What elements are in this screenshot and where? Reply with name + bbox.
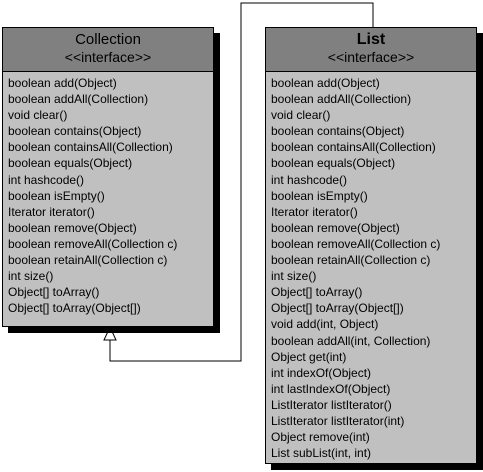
list-operation: int hashcode() [271, 172, 348, 187]
collection-operation: boolean addAll(Collection) [8, 92, 149, 107]
collection-operation: boolean remove(Object) [8, 220, 137, 235]
list-header: List <<interface>> [266, 28, 476, 72]
collection-operation: Object[] toArray(Object[]) [8, 301, 141, 316]
collection-name: Collection [75, 31, 141, 48]
collection-operations: boolean add(Object) boolean addAll(Colle… [3, 72, 213, 316]
list-operation: boolean add(Object) [271, 76, 380, 90]
collection-operation: int hashcode() [8, 172, 85, 187]
list-operation: Object remove(int) [271, 430, 370, 445]
collection-operation: boolean equals(Object) [8, 156, 133, 171]
list-operation: List subList(int, int) [271, 446, 372, 461]
collection-operation: Iterator iterator() [8, 204, 95, 219]
list-operation: int indexOf(Object) [271, 365, 372, 380]
collection-operation: boolean isEmpty() [8, 188, 105, 203]
collection-operation: boolean containsAll(Collection) [8, 140, 173, 155]
list-operation: void add(int, Object) [271, 317, 379, 332]
list-operations: boolean add(Object) boolean addAll(Colle… [266, 72, 476, 461]
list-operation: boolean addAll(Collection) [271, 92, 412, 107]
collection-operation: int size() [8, 269, 54, 284]
list-operation: int size() [271, 269, 317, 284]
list-operation: boolean removeAll(Collection c) [271, 236, 441, 251]
inheritance-arrowhead [103, 325, 117, 341]
list-operation: boolean addAll(int, Collection) [271, 333, 431, 348]
list-operation: Object[] toArray(Object[]) [271, 301, 404, 316]
list-operation: boolean isEmpty() [271, 188, 368, 203]
list-box: List <<interface>> boolean add(Object) b… [265, 27, 477, 464]
list-operation: boolean retainAll(Collection c) [271, 253, 431, 268]
collection-header: Collection <<interface>> [3, 28, 213, 72]
inheritance-line [109, 2, 374, 362]
collection-operation: boolean retainAll(Collection c) [8, 253, 168, 268]
list-operation: ListIterator listIterator() [271, 397, 392, 412]
list-name: List [356, 31, 386, 48]
collection-stereotype: <<interface>> [64, 49, 152, 65]
list-operation: boolean remove(Object) [271, 220, 400, 235]
list-operation: int lastIndexOf(Object) [271, 381, 391, 396]
list-operation: Object[] toArray() [271, 285, 363, 300]
list-operation: void clear() [271, 108, 331, 123]
list-operation: boolean contains(Object) [271, 124, 405, 139]
list-operation: Iterator iterator() [271, 204, 358, 219]
collection-operation: boolean removeAll(Collection c) [8, 236, 178, 251]
collection-box: Collection <<interface>> boolean add(Obj… [2, 27, 214, 327]
collection-operation: boolean contains(Object) [8, 124, 142, 139]
collection-operation: void clear() [8, 108, 68, 123]
list-operation: boolean equals(Object) [271, 156, 396, 171]
list-operation: boolean containsAll(Collection) [271, 140, 436, 155]
list-operation: Object get(int) [271, 349, 347, 364]
list-operation: ListIterator listIterator(int) [271, 413, 405, 428]
collection-operation: boolean add(Object) [8, 76, 117, 90]
collection-operation: Object[] toArray() [8, 285, 100, 300]
list-stereotype: <<interface>> [327, 49, 415, 65]
